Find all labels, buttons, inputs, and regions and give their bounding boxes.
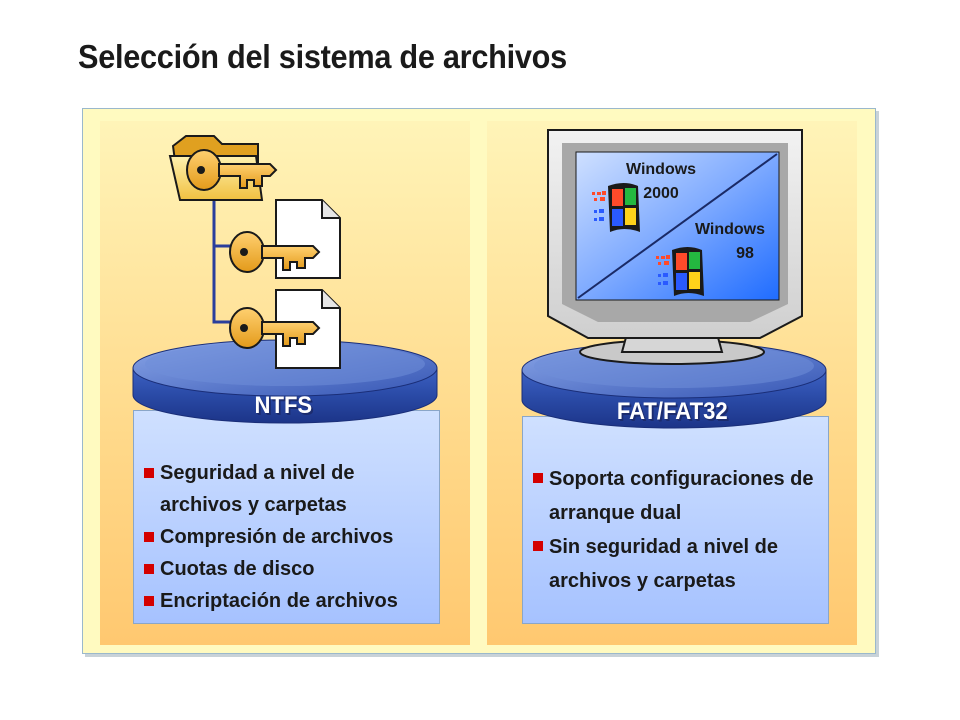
list-item: Cuotas de disco [144, 553, 434, 585]
fat-label: FAT/FAT32 [616, 398, 728, 425]
list-item: Compresión de archivos [144, 521, 434, 553]
os-label-bottom: Windows 98 [692, 218, 768, 266]
os-label-bottom-line2: 98 [736, 245, 754, 262]
ntfs-cylinder-body [133, 410, 440, 624]
windows-logo-icon [592, 183, 640, 232]
os-label-bottom-line1: Windows [694, 221, 766, 238]
ntfs-label: NTFS [254, 392, 313, 419]
key-icon [229, 307, 321, 349]
ntfs-feature-list: Seguridad a nivel de archivos y carpetas… [144, 457, 434, 617]
os-label-top: Windows 2000 [626, 158, 696, 206]
windows-logo-icon [656, 247, 704, 296]
list-item: Seguridad a nivel de archivos y carpetas [144, 457, 434, 521]
os-label-top-line2: 2000 [643, 185, 679, 202]
list-item: Sin seguridad a nivel de archivos y carp… [533, 530, 823, 598]
fat-feature-list: Soporta configuraciones de arranque dual… [533, 462, 823, 598]
list-item: Soporta configuraciones de arranque dual [533, 462, 823, 530]
key-icon [229, 231, 321, 273]
fat-cylinder-body [522, 416, 829, 624]
os-label-top-line1: Windows [626, 161, 697, 178]
key-icon [186, 149, 278, 191]
list-item: Encriptación de archivos [144, 585, 434, 617]
page-title: Selección del sistema de archivos [78, 38, 567, 75]
